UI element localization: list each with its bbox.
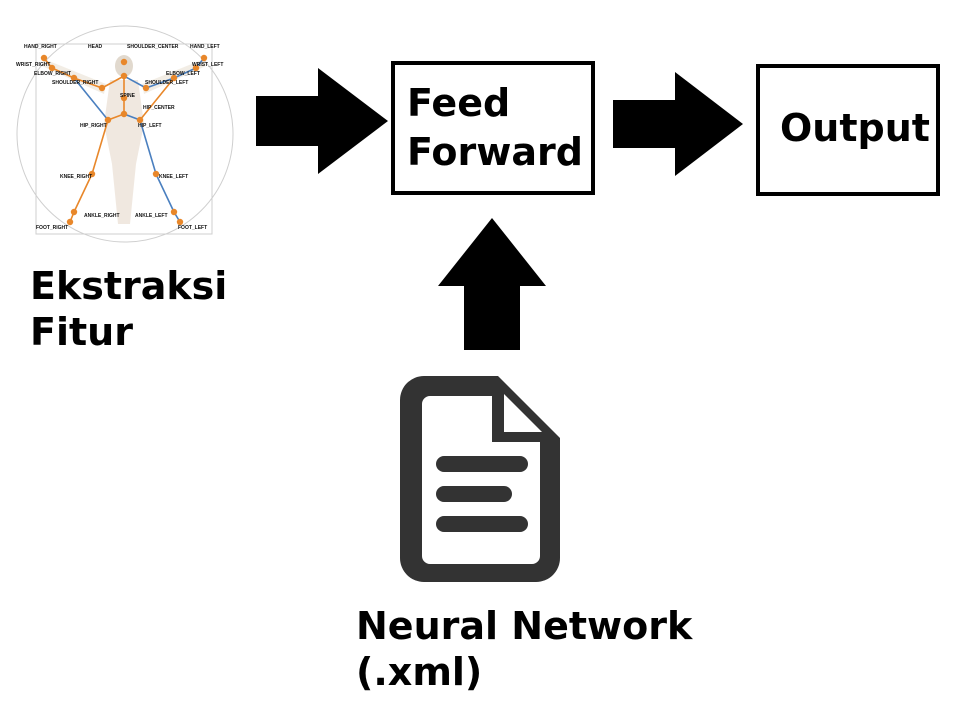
label-knee-left: KNEE_LEFT [159, 174, 188, 180]
label-elbow-left: ELBOW_LEFT [166, 71, 200, 77]
joint-shoulder-right [98, 84, 106, 92]
neural-network-label: Neural Network (.xml) [356, 604, 692, 695]
label-ankle-right: ANKLE_RIGHT [84, 213, 120, 219]
joint-ankle-right [70, 208, 78, 216]
label-knee-right: KNEE_RIGHT [60, 174, 92, 180]
feed-forward-line1: Feed [407, 81, 511, 125]
joint-spine [120, 94, 128, 102]
feature-extraction-line1: Ekstraksi [30, 264, 228, 308]
joint-head [120, 58, 128, 66]
joint-hand-right [40, 54, 48, 62]
arrow-right-icon [613, 72, 743, 176]
feed-forward-box: Feed Forward [391, 61, 595, 195]
label-shoulder-right: SHOULDER_RIGHT [52, 80, 98, 86]
joint-hand-left [200, 54, 208, 62]
joint-knee-right [88, 170, 96, 178]
figure-torso [104, 80, 144, 224]
label-elbow-right: ELBOW_RIGHT [34, 71, 71, 77]
output-box: Output [756, 64, 940, 196]
joint-hip-center [120, 110, 128, 118]
skeleton-figure: HAND_RIGHT HEAD SHOULDER_CENTER HAND_LEF… [16, 25, 234, 243]
joint-foot-right [66, 218, 74, 226]
label-shoulder-left: SHOULDER_LEFT [145, 80, 188, 86]
output-label: Output [780, 106, 930, 150]
feature-extraction-label: Ekstraksi Fitur [30, 264, 227, 355]
joint-foot-left [176, 218, 184, 226]
label-hip-center: HIP_CENTER [143, 105, 175, 111]
joint-shoulder-center [120, 72, 128, 80]
joint-knee-left [152, 170, 160, 178]
arrow-up-icon [438, 218, 546, 350]
label-head: HEAD [88, 44, 103, 50]
arrow-right-icon [256, 68, 388, 174]
joint-hip-right [104, 116, 112, 124]
joint-shoulder-left [142, 84, 150, 92]
joint-wrist-right [48, 64, 56, 72]
joint-elbow-left [170, 74, 178, 82]
document-icon [400, 376, 560, 582]
joints [40, 54, 208, 226]
label-hip-right: HIP_RIGHT [80, 123, 107, 129]
label-hip-left: HIP_LEFT [138, 123, 162, 129]
label-hand-right: HAND_RIGHT [24, 44, 57, 50]
neural-network-line1: Neural Network [356, 604, 693, 648]
label-foot-right: FOOT_RIGHT [36, 225, 68, 231]
label-foot-left: FOOT_LEFT [178, 225, 207, 231]
vitruvian-circle [16, 25, 234, 243]
joint-wrist-left [192, 64, 200, 72]
joint-hip-left [136, 116, 144, 124]
feature-extraction-line2: Fitur [30, 309, 133, 354]
feed-forward-line2: Forward [407, 130, 583, 175]
label-ankle-left: ANKLE_LEFT [135, 213, 168, 219]
figure-head [115, 55, 133, 77]
skeleton-illustration: HAND_RIGHT HEAD SHOULDER_CENTER HAND_LEF… [14, 14, 236, 246]
vitruvian-square [35, 43, 213, 235]
label-spine: SPINE [120, 93, 136, 99]
neural-network-line2: (.xml) [356, 649, 483, 694]
joint-ankle-left [170, 208, 178, 216]
label-shoulder-center: SHOULDER_CENTER [127, 44, 179, 50]
label-wrist-right: WRIST_RIGHT [16, 62, 50, 68]
joint-elbow-right [70, 74, 78, 82]
label-hand-left: HAND_LEFT [190, 44, 220, 50]
label-wrist-left: WRIST_LEFT [192, 62, 223, 68]
